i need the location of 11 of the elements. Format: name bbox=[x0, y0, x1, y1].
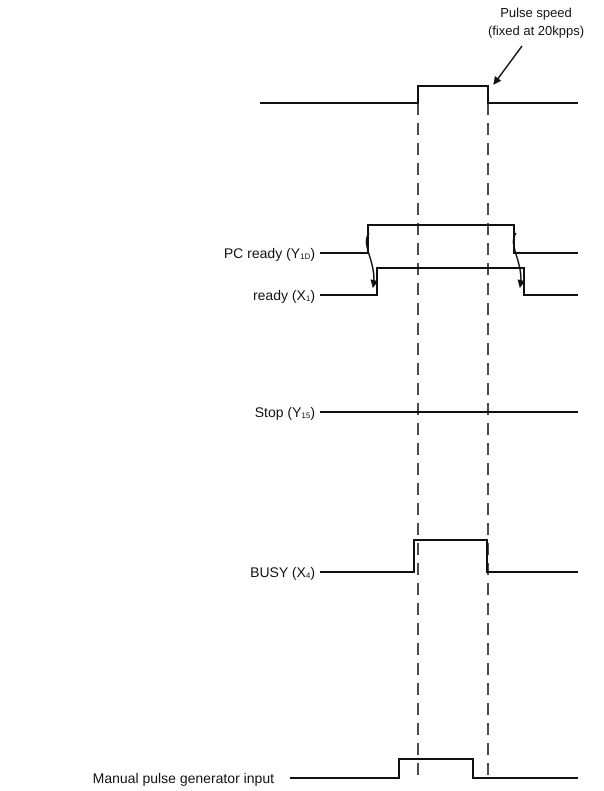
signal-label: BUSY (X$_{4}$) bbox=[250, 564, 315, 582]
leader-arrow bbox=[493, 46, 523, 85]
signal-label: Stop (Y$_{15}$) bbox=[254, 404, 315, 422]
annotation-text: Pulse speed (fixed at 20kpps) bbox=[486, 4, 586, 40]
signal-label: ready (X$_{1}$) bbox=[252, 287, 315, 305]
curved-arrow bbox=[512, 232, 525, 288]
signal-waveform bbox=[320, 224, 578, 254]
curved-arrow bbox=[366, 232, 378, 288]
signal-waveform bbox=[320, 267, 578, 296]
signal-label: PC ready (Y$_{1D}$) bbox=[224, 245, 315, 263]
signal-label: Manual pulse generator input bbox=[92, 770, 274, 786]
